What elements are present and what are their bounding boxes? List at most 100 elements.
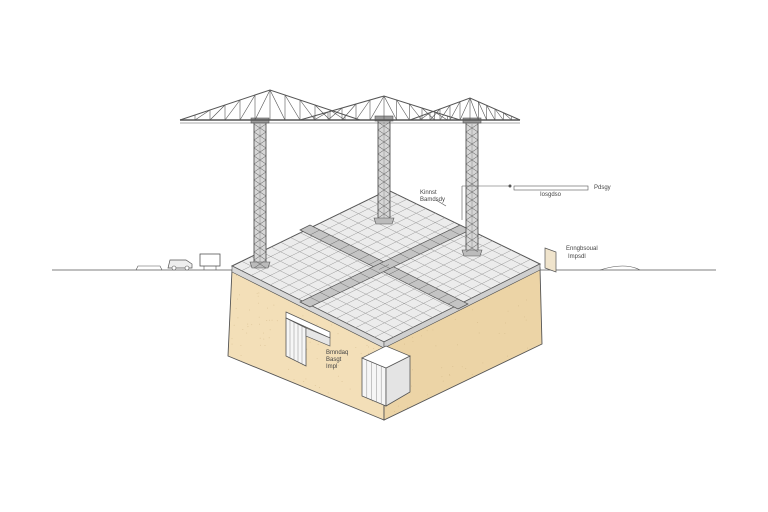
soil-speckle [306,348,308,350]
soil-speckle [441,376,443,378]
truss-web-member [383,95,397,121]
soil-speckle [247,323,249,325]
soil-speckle [316,358,318,360]
deck-slab [230,189,542,349]
beam-hatch-line [309,297,321,303]
soil-speckle [317,343,319,345]
soil-speckle [461,366,463,368]
soil-speckle [276,320,278,322]
beam-hatch-line [438,293,449,300]
soil-speckle [337,375,339,377]
soil-speckle [267,307,269,309]
truss-web-member [269,89,286,121]
beam-hatch-line [379,263,391,269]
soil-speckle [373,348,375,349]
truss-web-member [369,95,385,121]
soil-speckle [487,297,489,299]
soil-speckle [303,381,305,382]
truss-web-member [314,104,331,121]
soil-speckle [349,388,351,390]
truss-web-member [429,108,441,121]
soil-speckle [231,343,233,345]
site-equipment-left [135,253,221,271]
soil-speckle [435,345,437,347]
site-equipment-right [544,247,557,273]
truss-web-member [224,99,241,121]
soil-speckle [246,332,248,334]
truss-web-member [355,99,371,121]
beam-hatch-line [428,289,439,295]
beam-hatch-line [319,234,330,241]
soil-speckle [271,319,273,321]
soil-speckle [412,369,414,371]
beam-hatch-line [398,274,409,280]
soil-speckle [309,341,311,343]
soil-speckle [242,329,244,331]
beam-hatch-line [399,253,411,260]
beam-hatch-line [319,292,331,298]
truss-web-member [439,105,451,121]
truss-web-member [284,94,301,121]
soil-speckle [360,352,362,354]
annotation-upper-mid: Iosgdso [540,192,562,198]
beam-hatch-line [299,224,311,231]
beam-hatch-line [448,298,459,305]
soil-speckle [262,332,264,334]
beam-hatch-line [369,259,380,265]
truss-web-member [449,101,461,121]
soil-speckle [240,354,242,356]
ground-line [52,265,716,271]
truss-web-member [494,108,504,121]
soil-speckle [372,414,374,416]
soil-speckle [442,380,444,382]
shoring-box-left [285,317,307,367]
truss-web-member [239,94,256,121]
soil-speckle [240,345,242,347]
soil-speckle [235,275,237,276]
truss-web-member [299,99,316,121]
truss-web-member [313,111,329,121]
soil-speckle [264,345,266,346]
truss-web-member [459,97,471,121]
soil-speckle [454,318,456,320]
soil-speckle [337,333,339,335]
annotation-inner-2: Basgt [326,357,342,363]
beam-hatch-line [359,272,371,279]
soil-speckle [411,336,413,338]
beam-hatch-line [359,254,370,260]
truss-web-member [419,112,431,121]
shoring-opening [285,311,411,407]
beam-hatch-line [419,244,431,250]
soil-speckle [504,333,506,334]
soil-speckle [407,406,409,408]
soil-speckle [331,324,333,326]
truss-web-member [194,109,211,121]
soil-speckle [337,364,339,366]
annotation-inner-3: Impl [326,364,337,370]
soil-speckle [457,344,459,346]
beam-hatch-line [329,239,340,245]
soil-speckle [368,352,369,354]
soil-speckle [269,319,271,321]
truss-web-member [478,101,487,121]
truss-web-member [396,99,410,121]
soil-speckle [505,322,507,324]
leader-lines [435,184,589,220]
beam-hatch-line [329,287,341,293]
beam-hatch-line [429,239,441,245]
beam-hatch-line [378,264,390,270]
soil-speckle [394,411,396,413]
truss-web-member [254,89,271,121]
roof-truss [179,89,521,124]
soil-speckle [305,378,307,380]
soil-speckle [525,319,527,321]
soil-speckle [525,299,527,301]
beam-hatch-line [369,268,381,274]
truss-web-member [329,109,346,121]
soil-speckle [259,337,261,339]
beam-hatch-line [449,229,461,235]
soil-speckle [327,392,329,394]
truss-web-member [503,112,512,121]
soil-speckle [465,368,467,370]
